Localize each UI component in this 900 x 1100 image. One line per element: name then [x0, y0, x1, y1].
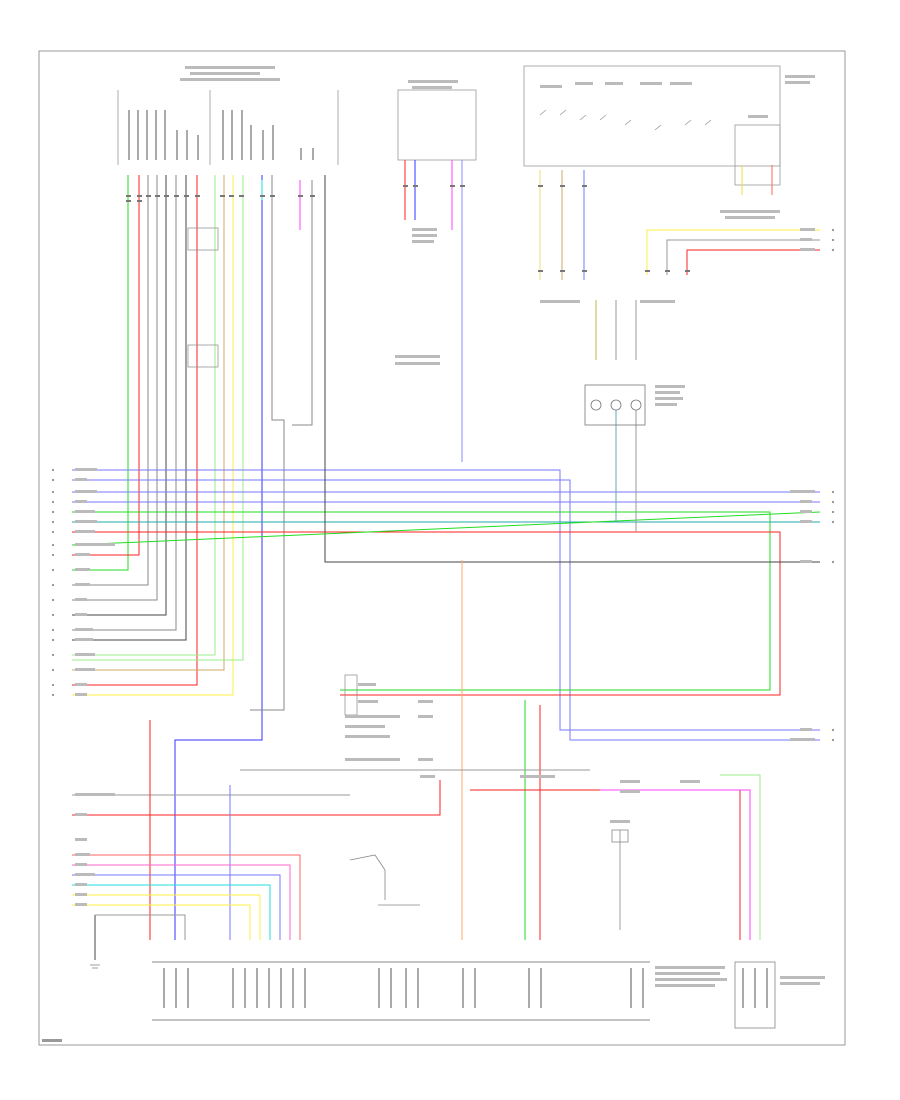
wire-gray-3	[72, 175, 177, 631]
wire-gray-4	[250, 175, 285, 711]
wire-green-low2	[720, 774, 761, 940]
right-wire-labels	[790, 228, 815, 741]
switch-labels	[540, 75, 815, 219]
bus-blue-1	[72, 469, 820, 731]
unit-connector-a-labels	[180, 66, 280, 81]
wire-green-2	[72, 175, 216, 656]
wire-black-1	[72, 175, 167, 616]
wire-yellow-1	[72, 175, 234, 696]
wire-gray-5	[292, 180, 313, 426]
bottom-pin-labels	[163, 968, 768, 1008]
wire-layer	[71, 160, 821, 960]
switch-block	[523, 65, 781, 186]
wire-blue-1	[174, 175, 263, 940]
relay-group	[584, 384, 646, 426]
bus-green-2	[71, 511, 821, 546]
wire-green-3	[72, 175, 244, 661]
wire-red-low4	[470, 789, 741, 940]
wire-yellow-low2	[72, 904, 251, 940]
wire-gray-1	[72, 175, 149, 586]
wire-yellow-low	[72, 894, 261, 940]
wire-cyan-low	[72, 884, 271, 940]
bus-green-1	[72, 511, 771, 691]
wire-gray-low3	[95, 914, 186, 940]
bus-blue-2	[72, 479, 820, 741]
main-connector-strip	[152, 961, 776, 1029]
relay-labels	[655, 385, 685, 406]
junction-boxes	[187, 227, 358, 716]
wire-gray-s	[666, 239, 820, 275]
diagram-frame	[38, 50, 846, 1046]
wire-red-low1	[72, 780, 441, 816]
wire-red-1	[72, 175, 140, 556]
wire-gray-2	[72, 175, 158, 601]
wire-blue-low2	[72, 874, 281, 940]
module-b	[397, 89, 477, 161]
pin-labels-left-block	[128, 110, 314, 160]
bus-red-1	[72, 531, 781, 696]
edge-ticks	[52, 229, 834, 741]
wire-red-s	[686, 249, 820, 275]
footer-mark	[42, 1039, 62, 1042]
bottom-right-labels	[655, 966, 825, 987]
wire-tan-1	[72, 175, 225, 671]
left-wire-labels	[75, 468, 115, 906]
unit-connector-a	[117, 90, 339, 165]
wire-black-2	[72, 175, 187, 641]
bus-black-1	[324, 175, 820, 563]
wire-pink-low	[600, 789, 751, 940]
wire-red-low5	[72, 854, 301, 940]
wire-yellow-s2	[646, 229, 820, 275]
middle-labels	[345, 228, 700, 823]
wire-red-2	[72, 175, 198, 686]
wire-green-1	[72, 175, 129, 571]
module-b-label2	[412, 86, 452, 89]
connector-markers	[126, 185, 690, 272]
module-b-label	[408, 80, 458, 83]
wire-pink-low2	[72, 864, 291, 940]
ground-symbol	[90, 829, 629, 969]
